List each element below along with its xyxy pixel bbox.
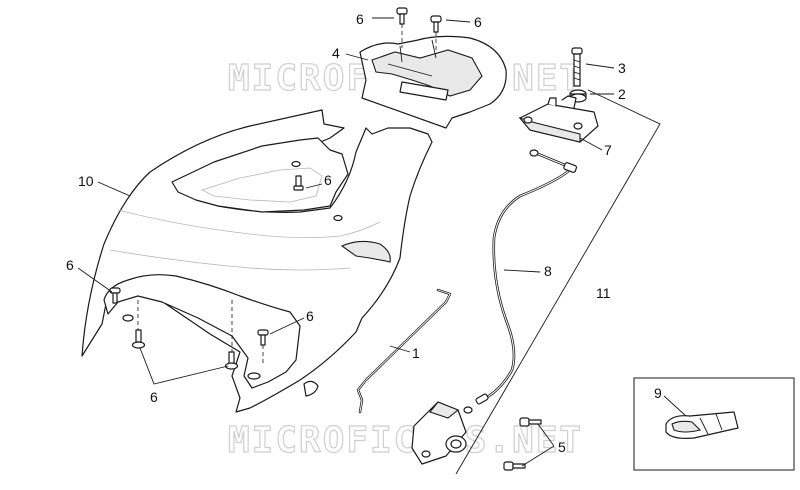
callout-3: 3 [618, 60, 626, 76]
screw-6-bottom-a [131, 329, 146, 349]
screw-6-bottom-b [224, 351, 239, 370]
part-7-latch-bracket [518, 95, 599, 143]
callout-6-top-right: 6 [474, 14, 482, 30]
bracket-11 [455, 89, 661, 475]
part-5-screw-b [503, 461, 526, 471]
leader-10 [97, 181, 131, 197]
part-5-screw-a [519, 417, 542, 427]
callout-5: 5 [558, 439, 566, 455]
callout-7: 7 [604, 142, 612, 158]
leader-3 [585, 63, 615, 69]
watermark-bottom: MICROFICHES.NET [228, 420, 583, 461]
leader-7 [579, 137, 603, 151]
callout-6-left: 6 [66, 257, 74, 273]
callout-4: 4 [332, 45, 340, 61]
screw-6-left [109, 287, 121, 304]
callout-6-bottom: 6 [150, 389, 158, 405]
callout-6-lower: 6 [306, 308, 314, 324]
part-8-release-cable [463, 149, 578, 414]
screw-6-center [293, 175, 304, 191]
screw-6-top-left [396, 7, 408, 25]
callout-2: 2 [618, 86, 626, 102]
leader-1 [389, 345, 411, 353]
callout-8: 8 [544, 263, 552, 279]
callout-11: 11 [596, 285, 611, 301]
screw-6-lower [257, 329, 269, 346]
leader-6-top-right [445, 19, 471, 23]
part-1-rod [356, 288, 452, 414]
callout-10: 10 [78, 173, 94, 189]
leader-8 [503, 269, 541, 273]
leader-6-bottom [139, 347, 229, 385]
leader-9 [663, 395, 687, 417]
leader-6-left [77, 267, 113, 293]
screw-6-top-right [430, 15, 442, 33]
part-10-tail-fairing [81, 109, 433, 413]
leader-4 [345, 53, 369, 61]
part-lock-cylinder [411, 401, 467, 465]
callout-6-center: 6 [324, 172, 332, 188]
callout-6-top-left: 6 [356, 11, 364, 27]
callout-9: 9 [654, 385, 662, 401]
leader-6-lower [269, 317, 305, 335]
part-9-clip [665, 411, 739, 439]
part-3-bolt [571, 47, 583, 87]
leader-5 [521, 423, 555, 467]
callout-1: 1 [412, 345, 420, 361]
leader-6-center [305, 183, 323, 189]
part-4-upper-cover [359, 35, 507, 129]
